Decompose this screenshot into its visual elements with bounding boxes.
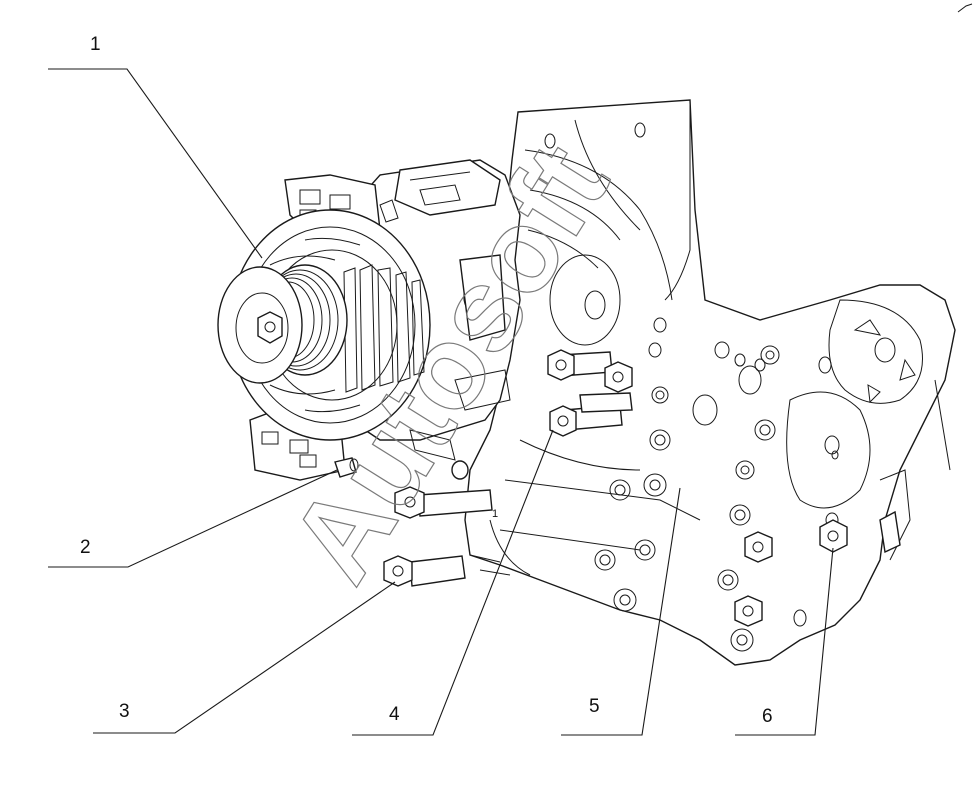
alternator-pin xyxy=(334,457,359,478)
leader-6 xyxy=(735,547,834,736)
bolts xyxy=(383,349,901,627)
callout-4: 4 xyxy=(389,704,400,725)
bolt-6 xyxy=(819,510,901,554)
bracket-bolt-holes xyxy=(594,345,780,652)
callout-1: 1 xyxy=(90,34,101,55)
callout-3: 3 xyxy=(119,701,130,722)
callout-6: 6 xyxy=(762,706,773,727)
callout-5: 5 xyxy=(589,696,600,717)
bolt-4 xyxy=(547,349,633,437)
callout-2: 2 xyxy=(80,537,91,558)
bolt-upper-left xyxy=(394,486,493,519)
leader-1 xyxy=(48,68,263,259)
alternator xyxy=(217,159,521,481)
leader-5 xyxy=(561,487,681,736)
pulley xyxy=(217,264,348,384)
leader-3 xyxy=(93,581,396,734)
corner-mark xyxy=(957,3,973,13)
callouts: 1 2 3 4 5 6 xyxy=(80,34,773,727)
leader-2 xyxy=(48,469,338,568)
bracket-mark: 1 xyxy=(492,508,498,520)
bolt-3 xyxy=(383,555,466,587)
leader-4 xyxy=(352,429,554,736)
leader-lines xyxy=(48,68,834,736)
fan-slots xyxy=(343,264,425,393)
bolt-bracket-middle xyxy=(604,361,773,627)
